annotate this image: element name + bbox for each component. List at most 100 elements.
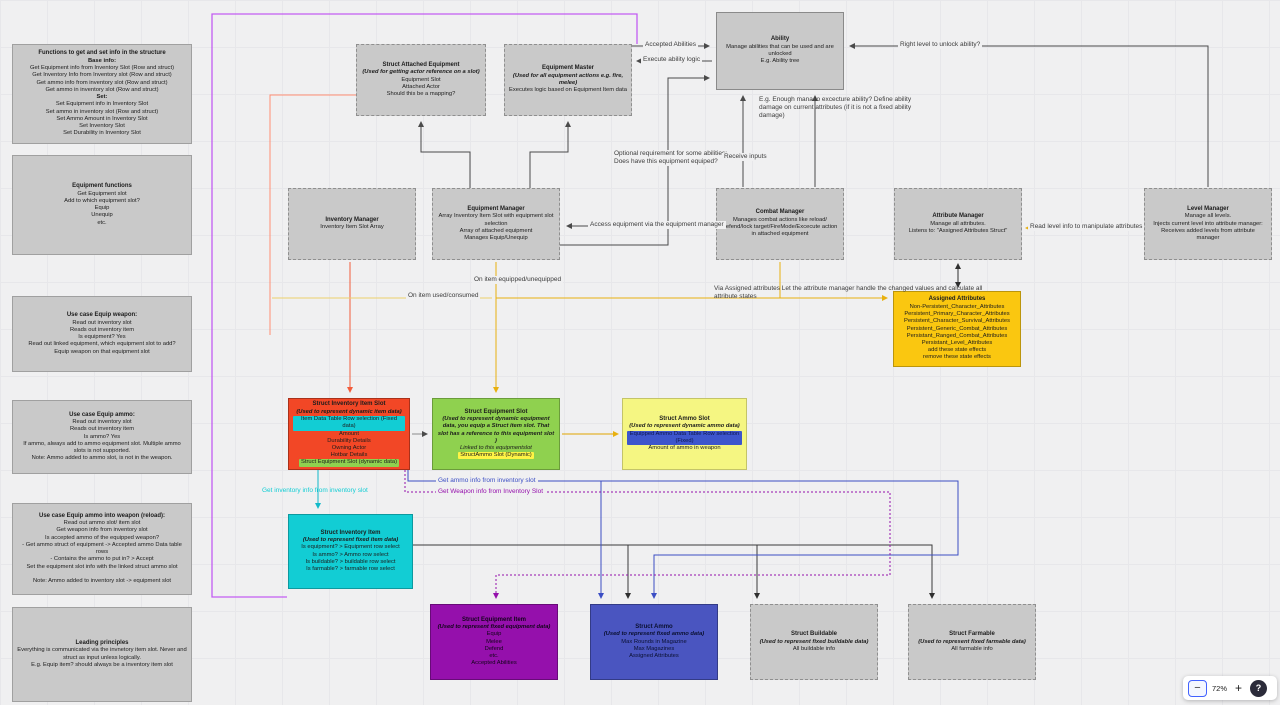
node-struct-ammo-slot[interactable]: Struct Ammo Slot (Used to represent dyna… (622, 398, 747, 470)
box-line: Equipped Ammo Data Table Row selection (… (627, 430, 742, 445)
box-line: Manage all levels. (1184, 213, 1232, 220)
edge-label-get-inventory-info[interactable]: Get inventory info from inventory slot (262, 487, 368, 494)
box-line: All buildable info (792, 645, 836, 652)
box-line: Amount (339, 430, 359, 437)
box-line: - Get ammo struct of equipment -> Accept… (22, 541, 182, 556)
node-title: Attribute Manager (932, 213, 984, 220)
box-line: Array Inventory Item Slot with equipment… (438, 213, 554, 227)
box-line: Equip (94, 205, 110, 212)
node-lines: Manage all levels.Injects current level … (1149, 213, 1267, 242)
box-line: Linked to this equipmentslot (460, 444, 532, 451)
node-title: Struct Attached Equipment (382, 61, 460, 68)
zoom-out-button[interactable]: − (1188, 679, 1207, 697)
box-line: Persistent_Generic_Combat_Attributes (906, 325, 1008, 332)
node-struct-equipment-item[interactable]: Struct Equipment Item (Used to represent… (430, 604, 558, 680)
box-line: Should this be a mapping? (386, 90, 456, 97)
node-struct-attached-equipment[interactable]: Struct Attached Equipment (Used for gett… (356, 44, 486, 116)
panel-leading-principles[interactable]: Leading principles Everything is communi… (12, 607, 192, 702)
edge-label-via-assigned[interactable]: Via Assigned attributes Let the attribut… (714, 285, 983, 300)
edge-label-accepted-abilities[interactable]: Accepted Abilities (643, 41, 698, 49)
box-line (101, 571, 103, 578)
edge-label-get-ammo-info[interactable]: Get ammo info from inventory slot (436, 477, 538, 485)
box-line: Owning Actor (331, 444, 367, 451)
panel-functions-get-set[interactable]: Functions to get and set info in the str… (12, 44, 192, 144)
box-line: E.g. Equip item? should always be a inve… (31, 661, 173, 668)
node-lines: Manage abilities that can be used and ar… (721, 44, 839, 66)
box-line: etc. (489, 652, 499, 659)
node-struct-farmable[interactable]: Struct Farmable (Used to represent fixed… (908, 604, 1036, 680)
box-line: Injects current level into attribute man… (1153, 220, 1263, 227)
node-ability[interactable]: Ability Manage abilities that can be use… (716, 12, 844, 90)
box-line: Listens to: "Assigned Attributes Struct" (908, 227, 1008, 234)
box-line: Read out linked equipment, which equipme… (28, 341, 176, 348)
edge-label-get-weapon-info[interactable]: Get Weapon info from Inventory Slot (436, 488, 546, 496)
node-equipment-master[interactable]: Equipment Master (Used for all equipment… (504, 44, 632, 116)
node-title: Struct Equipment Item (461, 616, 526, 623)
box-line: If ammo, always add to ammo equipment sl… (23, 440, 181, 454)
box-line: Set the equipment slot info with the lin… (26, 563, 178, 570)
node-attribute-manager[interactable]: Attribute Manager Manage all attributes.… (894, 188, 1022, 260)
box-line: Add to which equipment slot? (64, 197, 140, 204)
edge-label-mana-note[interactable]: E.g. Enough mana to excecture ability? D… (759, 96, 912, 119)
node-lines: Array Inventory Item Slot with equipment… (437, 213, 555, 242)
panel-use-case-reload[interactable]: Use case Equip ammo into weapon (reload)… (12, 503, 192, 595)
node-assigned-attributes[interactable]: Assigned Attributes Non-Persistent_Chara… (893, 291, 1021, 367)
node-title: Struct Buildable (790, 631, 837, 638)
box-line: Persistant_Level_Attributes (921, 339, 993, 346)
node-struct-inventory-item[interactable]: Struct Inventory Item (Used to represent… (288, 514, 413, 589)
box-line: Read out inventory slot (72, 419, 132, 426)
node-lines: Item Data Table Row selection (Fixed dat… (293, 416, 405, 467)
node-subtitle: (Used to represent fixed item data) (302, 537, 399, 544)
node-struct-inventory-item-slot[interactable]: Struct Inventory Item Slot (Used to repr… (288, 398, 410, 470)
box-line: Reads out inventory item (69, 326, 135, 333)
panel-use-case-equip-ammo[interactable]: Use case Equip ammo: Read out inventory … (12, 400, 192, 474)
edge-label-receive-inputs[interactable]: Receive inputs (722, 153, 769, 161)
box-line: add these state effects (927, 347, 987, 354)
edge-label-optional-requirement[interactable]: Optional requirement for some abilities:… (612, 150, 730, 166)
edge-label-access-equipment[interactable]: Access equipment via the equipment manag… (588, 221, 726, 229)
edge-label-read-level-info[interactable]: Read level info to manipulate attributes (1028, 223, 1145, 231)
box-line: Get Equipment slot (77, 190, 127, 197)
help-button[interactable]: ? (1250, 679, 1268, 697)
box-line: Equip (486, 631, 502, 638)
box-line: Max Rounds in Magazine (621, 638, 687, 645)
box-line: Get weapon info from inventory slot (56, 527, 148, 534)
edge-label-on-item-equipped[interactable]: On item equipped/unequipped (472, 276, 564, 284)
box-line: Executes logic based on Equipment Item d… (509, 87, 627, 94)
box-line: Set Equipment info in Inventory Slot (55, 101, 149, 108)
node-struct-ammo[interactable]: Struct Ammo (Used to represent fixed amm… (590, 604, 718, 680)
node-title: Level Manager (1187, 205, 1229, 212)
box-line: Persistant_Ranged_Combat_Attributes (906, 332, 1008, 339)
box-line: etc. (97, 219, 107, 226)
panel-use-case-equip-weapon[interactable]: Use case Equip weapon: Read out inventor… (12, 296, 192, 372)
box-line: E.g. Ability tree (760, 58, 800, 65)
zoom-level[interactable]: 72% (1212, 683, 1228, 693)
edge-label-right-level[interactable]: Right level to unlock ability? (898, 41, 983, 49)
node-subtitle: (Used to represent dynamic equipment dat… (437, 416, 555, 444)
panel-title: Leading principles (75, 639, 129, 646)
node-combat-manager[interactable]: Combat Manager Manages combat actions li… (716, 188, 844, 260)
node-level-manager[interactable]: Level Manager Manage all levels.Injects … (1144, 188, 1272, 260)
node-equipment-manager[interactable]: Equipment Manager Array Inventory Item S… (432, 188, 560, 260)
node-struct-equipment-slot[interactable]: Struct Equipment Slot (Used to represent… (432, 398, 560, 470)
edge-label-execute-ability-logic[interactable]: Execute ability logic (641, 56, 703, 64)
edge-label-on-item-used[interactable]: On item used/consumed (406, 292, 481, 300)
node-inventory-manager[interactable]: Inventory Manager Inventory Item Slot Ar… (288, 188, 416, 260)
zoom-in-button[interactable]: + (1232, 680, 1245, 697)
node-struct-buildable[interactable]: Struct Buildable (Used to represent fixe… (750, 604, 878, 680)
box-line: remove these state effects (923, 354, 991, 361)
node-subtitle: (Used to represent fixed buildable data) (759, 638, 869, 645)
box-line: Set Ammo Amount in Inventory Slot (56, 115, 148, 122)
node-subtitle: (Used for all equipment actions e.g. fir… (512, 72, 624, 87)
node-lines: Manages combat actions like reload/ defe… (721, 217, 839, 239)
box-line: Attached Actor (402, 83, 440, 90)
box-line: Max Magazines (633, 645, 675, 652)
node-title: Inventory Manager (325, 216, 379, 223)
box-line: Manages combat actions like reload/ defe… (722, 216, 838, 238)
box-line: Everything is communicated via the invne… (17, 647, 187, 661)
